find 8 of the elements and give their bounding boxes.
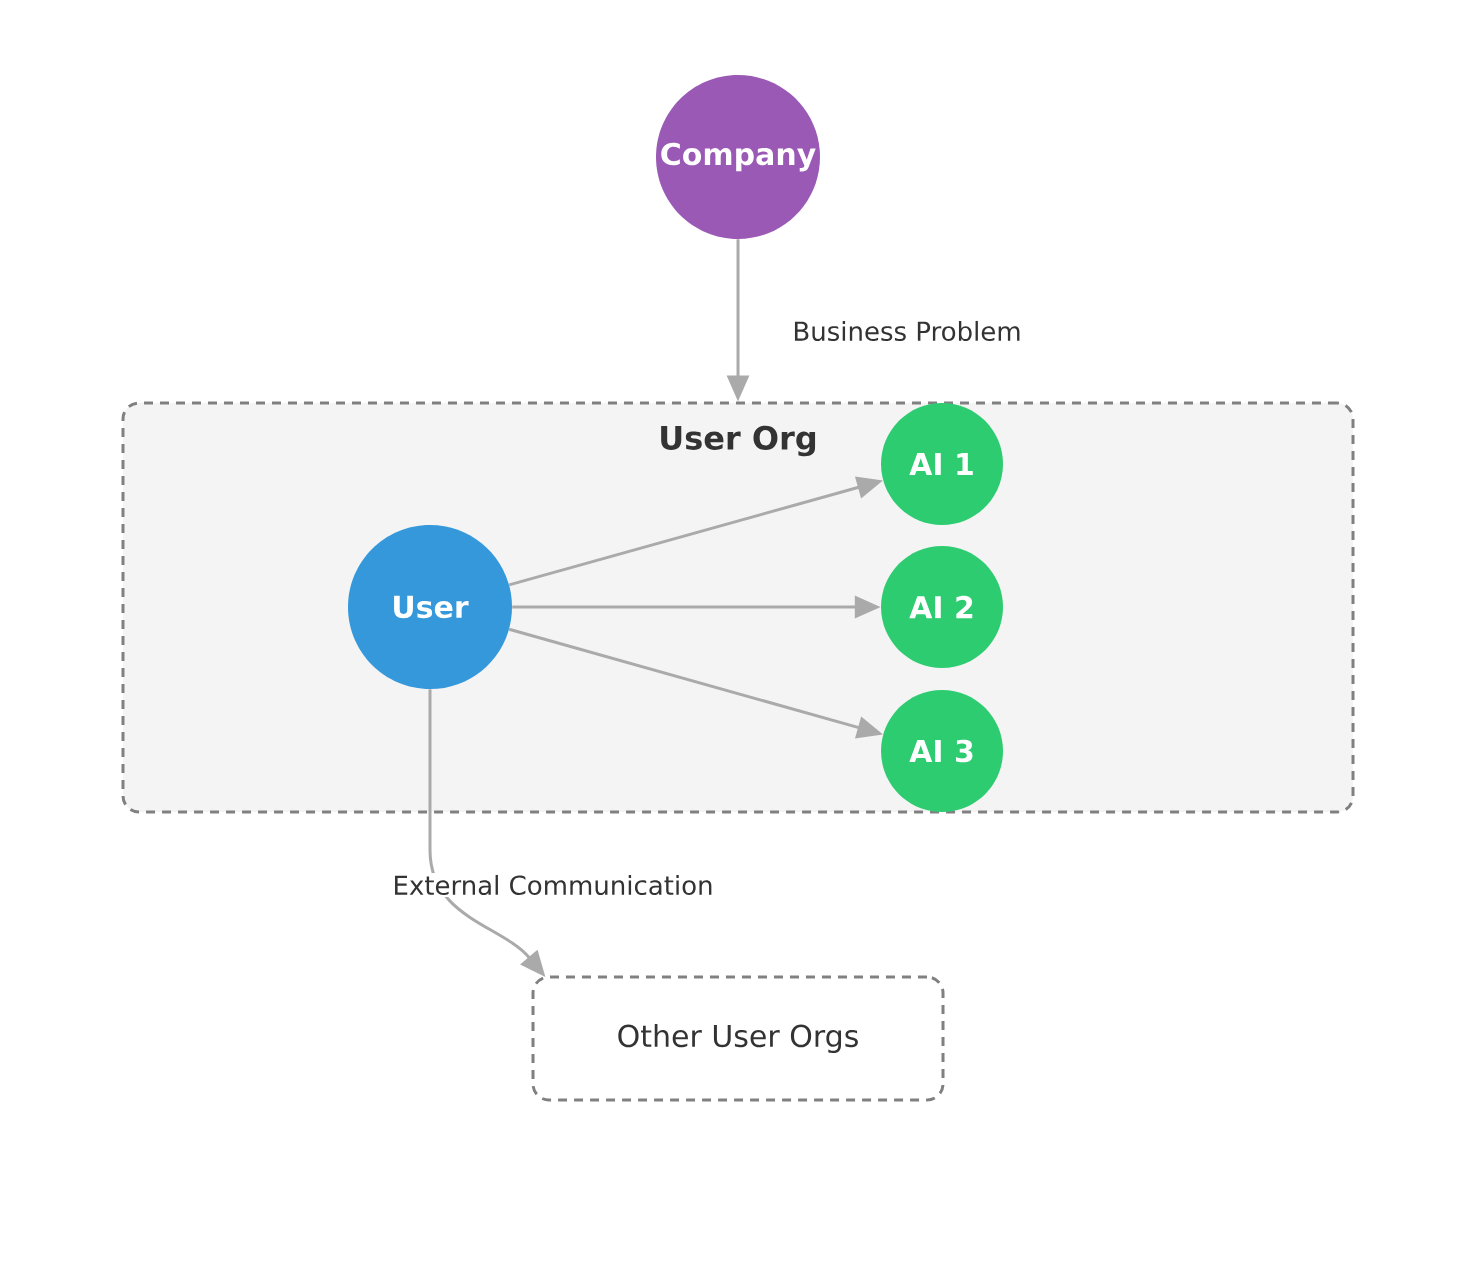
circle-node: AI 3 xyxy=(881,690,1003,812)
circle-node: AI 1 xyxy=(881,403,1003,525)
edge-label: External Communication xyxy=(390,872,716,898)
circle-node: Company xyxy=(656,75,820,239)
circle-node: User xyxy=(348,525,512,689)
circle-node: AI 2 xyxy=(881,546,1003,668)
edge-label: Business Problem xyxy=(790,318,1024,344)
dashed-box: Other User Orgs xyxy=(531,975,945,1102)
